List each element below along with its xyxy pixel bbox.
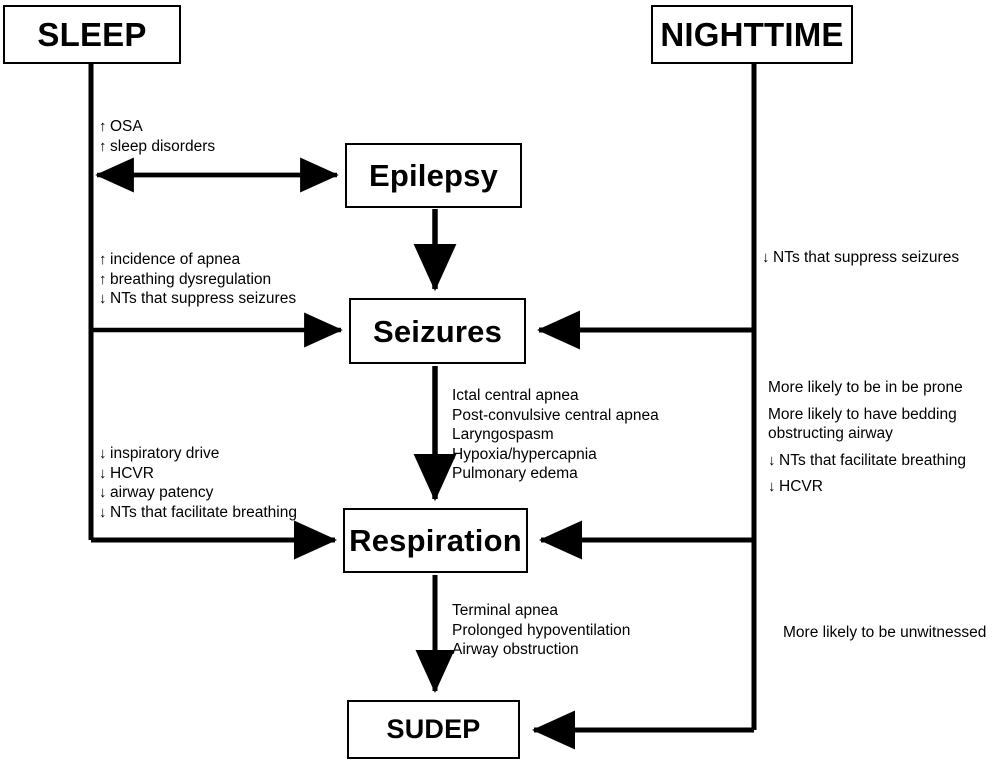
annotation-sleep-epilepsy: ↑OSA↑sleep disorders (99, 117, 215, 156)
down-arrow-icon: ↓ (768, 451, 776, 469)
annotation-line-gap (768, 444, 1000, 451)
node-nighttime-label: NIGHTTIME (660, 16, 844, 53)
annotation-text: Prolonged hypoventilation (452, 621, 631, 639)
down-arrow-icon: ↓ (99, 290, 107, 307)
node-sudep-label: SUDEP (386, 714, 481, 744)
node-respiration[interactable]: Respiration (343, 508, 528, 573)
node-sleep[interactable]: SLEEP (3, 5, 181, 64)
annotation-line: Post-convulsive central apnea (452, 406, 659, 426)
up-arrow-icon: ↑ (99, 137, 107, 155)
node-respiration-label: Respiration (349, 523, 522, 558)
annotation-text: NTs that facilitate breathing (779, 451, 966, 469)
annotation-line: Ictal central apnea (452, 386, 659, 406)
annotation-line: ↓NTs that facilitate breathing (99, 503, 297, 523)
annotation-text: HCVR (779, 478, 823, 495)
annotation-line: Terminal apnea (452, 601, 630, 621)
annotation-text: inspiratory drive (110, 445, 220, 462)
down-arrow-icon: ↓ (99, 503, 107, 521)
annotation-text: incidence of apnea (110, 251, 241, 268)
down-arrow-icon: ↓ (768, 478, 776, 495)
annotation-text: More likely to be in be prone (768, 379, 963, 396)
down-arrow-icon: ↓ (762, 249, 770, 266)
annotation-line: Hypoxia/hypercapnia (452, 445, 659, 465)
annotation-line: More likely to have bedding obstructing … (768, 405, 1000, 444)
annotation-line: ↑breathing dysregulation (99, 270, 296, 290)
annotation-text: NTs that suppress seizures (110, 290, 297, 307)
annotation-text: Hypoxia/hypercapnia (452, 445, 597, 463)
annotation-line: Airway obstruction (452, 640, 630, 660)
annotation-sleep-respiration: ↓inspiratory drive↓HCVR↓airway patency↓N… (99, 444, 297, 522)
annotation-text: sleep disorders (110, 137, 216, 155)
down-arrow-icon: ↓ (99, 464, 107, 482)
node-sudep[interactable]: SUDEP (347, 700, 520, 759)
annotation-text: Airway obstruction (452, 641, 579, 658)
annotation-nighttime-sudep: More likely to be unwitnessed (783, 623, 986, 643)
annotation-text: More likely to have bedding obstructing … (768, 405, 957, 443)
annotation-line: More likely to be unwitnessed (783, 623, 986, 643)
annotation-line: Pulmonary edema (452, 464, 659, 484)
up-arrow-icon: ↑ (99, 270, 107, 288)
annotation-text: NTs that facilitate breathing (110, 503, 297, 521)
annotation-text: More likely to be unwitnessed (783, 624, 987, 641)
annotation-line: ↓HCVR (99, 464, 297, 484)
annotation-line: Laryngospasm (452, 425, 659, 445)
annotation-text: breathing dysregulation (110, 270, 272, 288)
annotation-line: ↑incidence of apnea (99, 250, 296, 270)
annotation-line: ↑sleep disorders (99, 137, 215, 157)
up-arrow-icon: ↑ (99, 251, 107, 268)
annotation-text: HCVR (110, 464, 154, 482)
annotation-line: ↓HCVR (768, 477, 1000, 497)
annotation-line: ↓inspiratory drive (99, 444, 297, 464)
annotation-text: Terminal apnea (452, 602, 558, 619)
annotation-line: ↓NTs that suppress seizures (99, 289, 296, 309)
annotation-line-gap (768, 470, 1000, 477)
annotation-line: ↓airway patency (99, 483, 297, 503)
annotation-line-gap (768, 398, 1000, 405)
annotation-line: ↑OSA (99, 117, 215, 137)
node-seizures[interactable]: Seizures (349, 298, 526, 364)
node-seizures-label: Seizures (372, 313, 503, 349)
down-arrow-icon: ↓ (99, 445, 107, 462)
node-epilepsy[interactable]: Epilepsy (345, 143, 522, 208)
node-epilepsy-label: Epilepsy (368, 158, 499, 193)
annotation-text: OSA (110, 118, 143, 135)
annotation-text: airway patency (110, 484, 214, 501)
annotation-nighttime-seizures: ↓NTs that suppress seizures (762, 248, 959, 268)
annotation-line: Prolonged hypoventilation (452, 621, 630, 641)
annotation-text: NTs that suppress seizures (773, 249, 960, 266)
annotation-line: ↓NTs that facilitate breathing (768, 451, 1000, 471)
up-arrow-icon: ↑ (99, 118, 107, 135)
annotation-sleep-seizures: ↑incidence of apnea↑breathing dysregulat… (99, 250, 296, 309)
annotation-text: Laryngospasm (452, 426, 554, 443)
annotation-line: More likely to be in be prone (768, 378, 1000, 398)
node-nighttime[interactable]: NIGHTTIME (651, 5, 853, 64)
annotation-text: Post-convulsive central apnea (452, 406, 659, 424)
node-sleep-label: SLEEP (37, 16, 147, 53)
annotation-line: ↓NTs that suppress seizures (762, 248, 959, 268)
down-arrow-icon: ↓ (99, 484, 107, 501)
annotation-text: Pulmonary edema (452, 465, 578, 482)
annotation-text: Ictal central apnea (452, 387, 579, 404)
